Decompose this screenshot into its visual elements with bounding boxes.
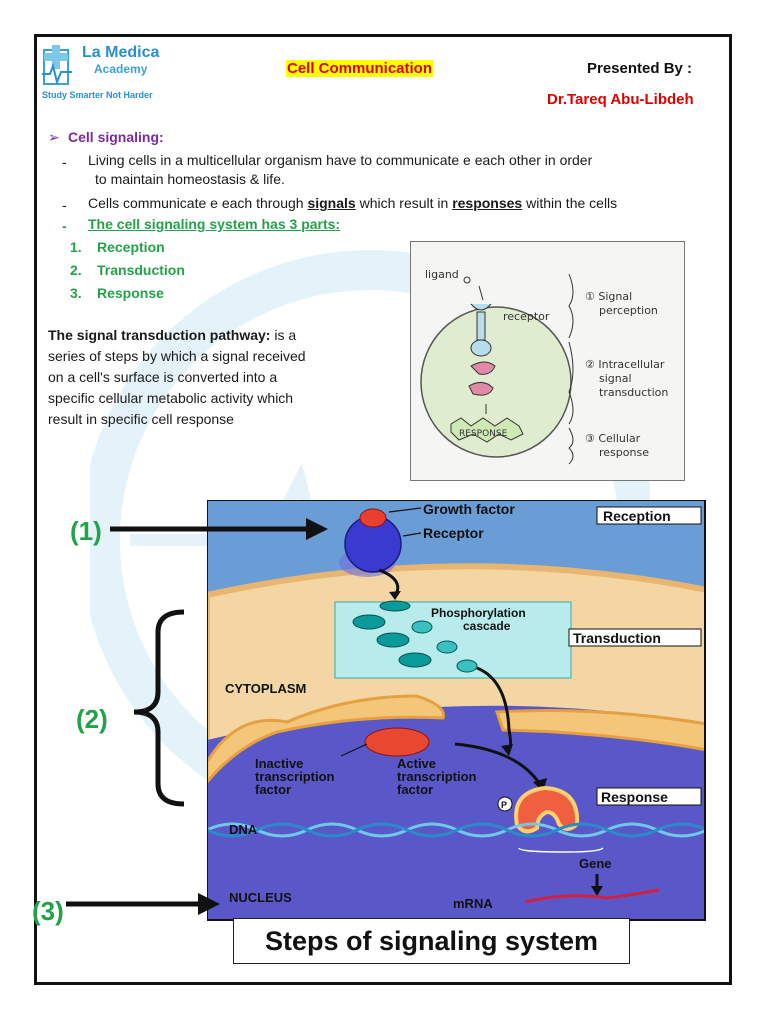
figure-caption: Steps of signaling system <box>264 926 599 956</box>
sketch-step2-a: ② Intracellular <box>585 358 665 371</box>
caption-box: Steps of signaling system <box>233 918 630 964</box>
cytoplasm-label: CYTOPLASM <box>225 681 306 696</box>
responses-keyword: responses <box>452 195 523 211</box>
bullet-arrow-icon: ➢ <box>48 129 60 145</box>
sketch-step2-c: transduction <box>599 386 668 399</box>
author-name: Dr.Tareq Abu-Libdeh <box>547 91 694 108</box>
part-2-label: Transduction <box>97 262 185 278</box>
dash-marker: - <box>62 218 67 234</box>
logo-tagline: Study Smarter Not Harder <box>42 90 153 100</box>
dash-marker: - <box>62 197 67 213</box>
sketch-response-text: RESPONSE <box>459 429 508 439</box>
response-label: Response <box>601 789 668 805</box>
page-frame <box>34 34 732 985</box>
phosphorylation-label-b: cascade <box>463 619 511 633</box>
sketch-step1-b: perception <box>599 304 658 317</box>
marker-1: (1) <box>70 516 102 546</box>
marker-2-brace <box>133 609 185 807</box>
sketch-figure: RESPONSE ligand receptor ① Signal percep… <box>410 241 685 481</box>
growth-factor-label: Growth factor <box>423 501 515 517</box>
sketch-step2-b: signal <box>599 372 632 385</box>
marker-1-arrow <box>110 518 328 540</box>
pathway-line-2: series of steps by which a signal receiv… <box>48 348 306 364</box>
pathway-line-4: specific cellular metabolic activity whi… <box>48 390 294 406</box>
marker-3-arrow <box>66 893 220 915</box>
inactive-label-a: Inactive <box>255 756 303 771</box>
pathway-line-3: on a cell's surface is converted into a <box>48 369 278 385</box>
part-1-num: 1. <box>70 239 82 255</box>
active-label-b: transcription <box>397 769 477 784</box>
phosphorylation-label-a: Phosphorylation <box>431 606 526 620</box>
signaling-diagram: Growth factor Receptor Reception Phospho… <box>207 500 706 921</box>
marker-2: (2) <box>76 704 108 734</box>
item-2: Cells communicate e each through signals… <box>88 194 617 213</box>
dash-marker: - <box>62 154 67 170</box>
part-3-label: Response <box>97 285 164 301</box>
phosphate-label: P <box>501 800 507 810</box>
item-2-post: within the cells <box>522 195 618 211</box>
presented-by-label: Presented By : <box>587 60 693 77</box>
sketch-step3-b: response <box>599 446 649 459</box>
marker-3: (3) <box>32 896 64 926</box>
logo-icon <box>42 45 72 86</box>
pathway-line-1: is a <box>270 327 297 343</box>
part-3-num: 3. <box>70 285 82 301</box>
pathway-paragraph: The signal transduction pathway: is a se… <box>48 325 378 430</box>
sketch-step3-a: ③ Cellular <box>585 432 641 445</box>
receptor-label: Receptor <box>423 525 484 541</box>
logo-subtitle: Academy <box>94 62 148 76</box>
document-title: Cell Communication <box>286 60 434 77</box>
transduction-label: Transduction <box>573 630 661 646</box>
pathway-term: The signal transduction pathway: <box>48 327 271 343</box>
part-1-label: Reception <box>97 239 165 255</box>
pathway-line-5: result in specific cell response <box>48 411 234 427</box>
logo-title: La Medica <box>82 44 160 61</box>
sketch-ligand-text: ligand <box>425 268 459 281</box>
reception-label: Reception <box>603 508 671 524</box>
nucleus-label: NUCLEUS <box>229 890 292 905</box>
item-2-pre: Cells communicate e each through <box>88 195 308 211</box>
dna-label: DNA <box>229 822 258 837</box>
part-2-num: 2. <box>70 262 82 278</box>
inactive-label-b: transcription <box>255 769 335 784</box>
active-label-c: factor <box>397 782 433 797</box>
item-2-mid: which result in <box>355 195 453 211</box>
gene-label: Gene <box>579 856 612 871</box>
active-label-a: Active <box>397 756 436 771</box>
item-1-line-a: Living cells in a multicellular organism… <box>88 152 593 168</box>
signals-keyword: signals <box>307 195 356 211</box>
section-heading: Cell signaling: <box>68 129 164 145</box>
item-1-line-b: to maintain homeostasis & life. <box>95 171 285 187</box>
sketch-receptor-text: receptor <box>503 310 550 323</box>
sketch-drawing: RESPONSE ligand receptor ① Signal percep… <box>420 268 668 465</box>
sketch-step1-a: ① Signal <box>585 290 632 303</box>
mrna-label: mRNA <box>453 896 493 911</box>
inactive-label-c: factor <box>255 782 291 797</box>
item-3: The cell signaling system has 3 parts: <box>88 216 341 232</box>
